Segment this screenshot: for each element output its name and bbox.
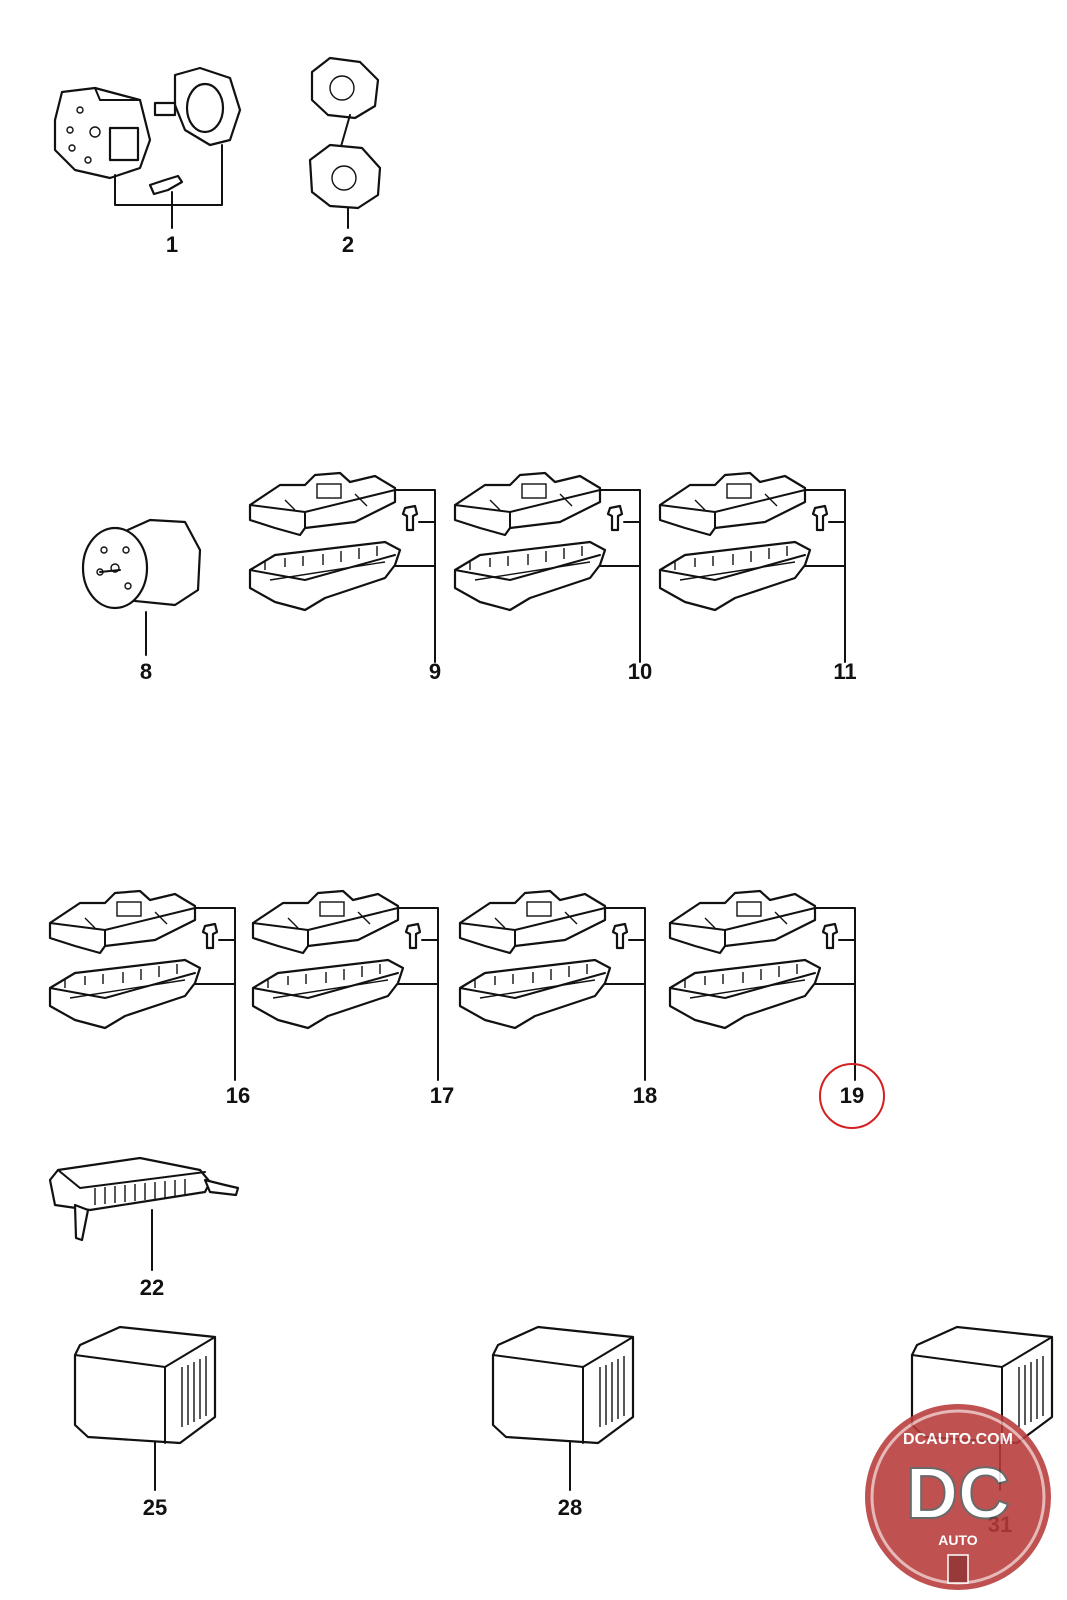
part-label: 9 (429, 659, 441, 684)
part-2 (308, 56, 382, 229)
watermark-logo: DCAUTO.COM DC AUTO (865, 1404, 1051, 1590)
part-16 (48, 889, 237, 1082)
part-label: 2 (342, 232, 354, 257)
part-25 (73, 1325, 217, 1491)
watermark-top-text: DCAUTO.COM (903, 1431, 1013, 1448)
part-18 (458, 889, 647, 1082)
part-label: 19 (840, 1083, 864, 1108)
watermark-letters: DC (906, 1454, 1010, 1534)
part-label: 16 (226, 1083, 250, 1108)
part-11 (658, 471, 847, 664)
part-label: 1 (166, 232, 178, 257)
part-label: 8 (140, 659, 152, 684)
part-8 (81, 518, 202, 656)
part-label: 25 (143, 1495, 167, 1520)
part-label: 28 (558, 1495, 582, 1520)
part-17 (251, 889, 440, 1082)
part-label: 22 (140, 1275, 164, 1300)
part-1 (53, 66, 242, 229)
part-label: 10 (628, 659, 652, 684)
part-19 (668, 889, 857, 1082)
watermark-bottom-text: AUTO (938, 1532, 978, 1548)
highlight-circle (819, 1063, 885, 1129)
part-label: 11 (833, 659, 856, 684)
part-9 (248, 471, 437, 664)
part-label: 17 (430, 1083, 454, 1108)
part-10 (453, 471, 642, 664)
part-22 (48, 1156, 240, 1271)
part-28 (491, 1325, 635, 1491)
part-label: 18 (633, 1083, 657, 1108)
